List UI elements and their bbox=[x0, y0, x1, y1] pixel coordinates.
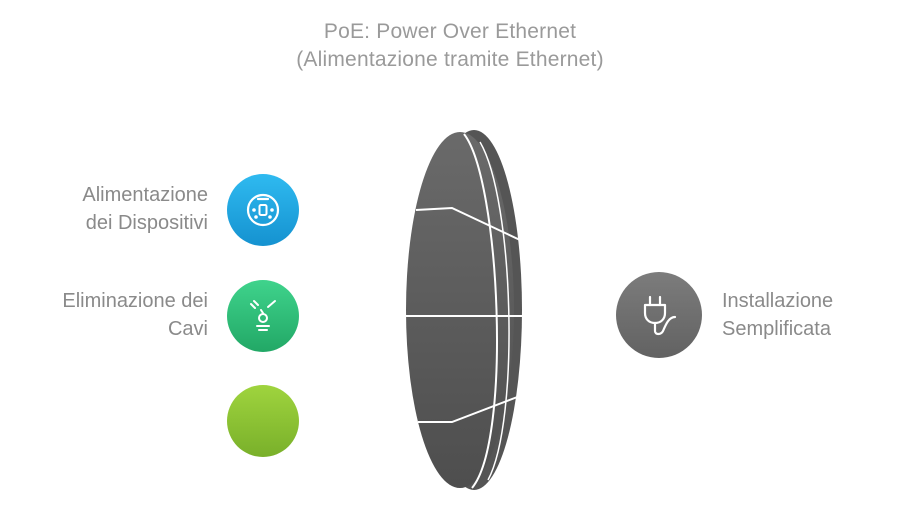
disc-segment-line-1 bbox=[415, 206, 521, 241]
signal-broadcast-icon bbox=[250, 300, 276, 331]
disc-edge-line bbox=[463, 133, 498, 489]
item-label-simplified-installation: Installazione Semplificata bbox=[722, 287, 900, 343]
title-line-1: PoE: Power Over Ethernet bbox=[323, 20, 577, 43]
item-label-line-1: Installazione bbox=[722, 290, 834, 312]
item-label-line-2: dei Dispositivi bbox=[85, 212, 208, 234]
item-circle-third bbox=[227, 385, 299, 457]
connector-socket-icon bbox=[246, 193, 280, 227]
item-label-line-2: Cavi bbox=[167, 318, 208, 340]
item-label-line-1: Alimentazione bbox=[82, 184, 208, 206]
power-plug-icon bbox=[643, 295, 677, 336]
central-disc bbox=[406, 130, 522, 490]
item-label-power-devices: Alimentazione dei Dispositivi bbox=[8, 181, 208, 237]
item-label-line-2: Semplificata bbox=[722, 318, 831, 340]
item-label-line-1: Eliminazione dei bbox=[62, 290, 208, 312]
item-label-cable-elimination: Eliminazione dei Cavi bbox=[8, 287, 208, 343]
disc-face bbox=[406, 132, 514, 488]
item-circle-cable-elimination bbox=[227, 280, 299, 352]
title-line-2: (Alimentazione tramite Ethernet) bbox=[296, 48, 604, 71]
disc-edge-line-outer bbox=[479, 141, 510, 481]
item-circle-power-devices bbox=[227, 174, 299, 246]
item-circle-simplified-installation bbox=[616, 272, 702, 358]
disc-segment-line-3 bbox=[418, 395, 521, 423]
